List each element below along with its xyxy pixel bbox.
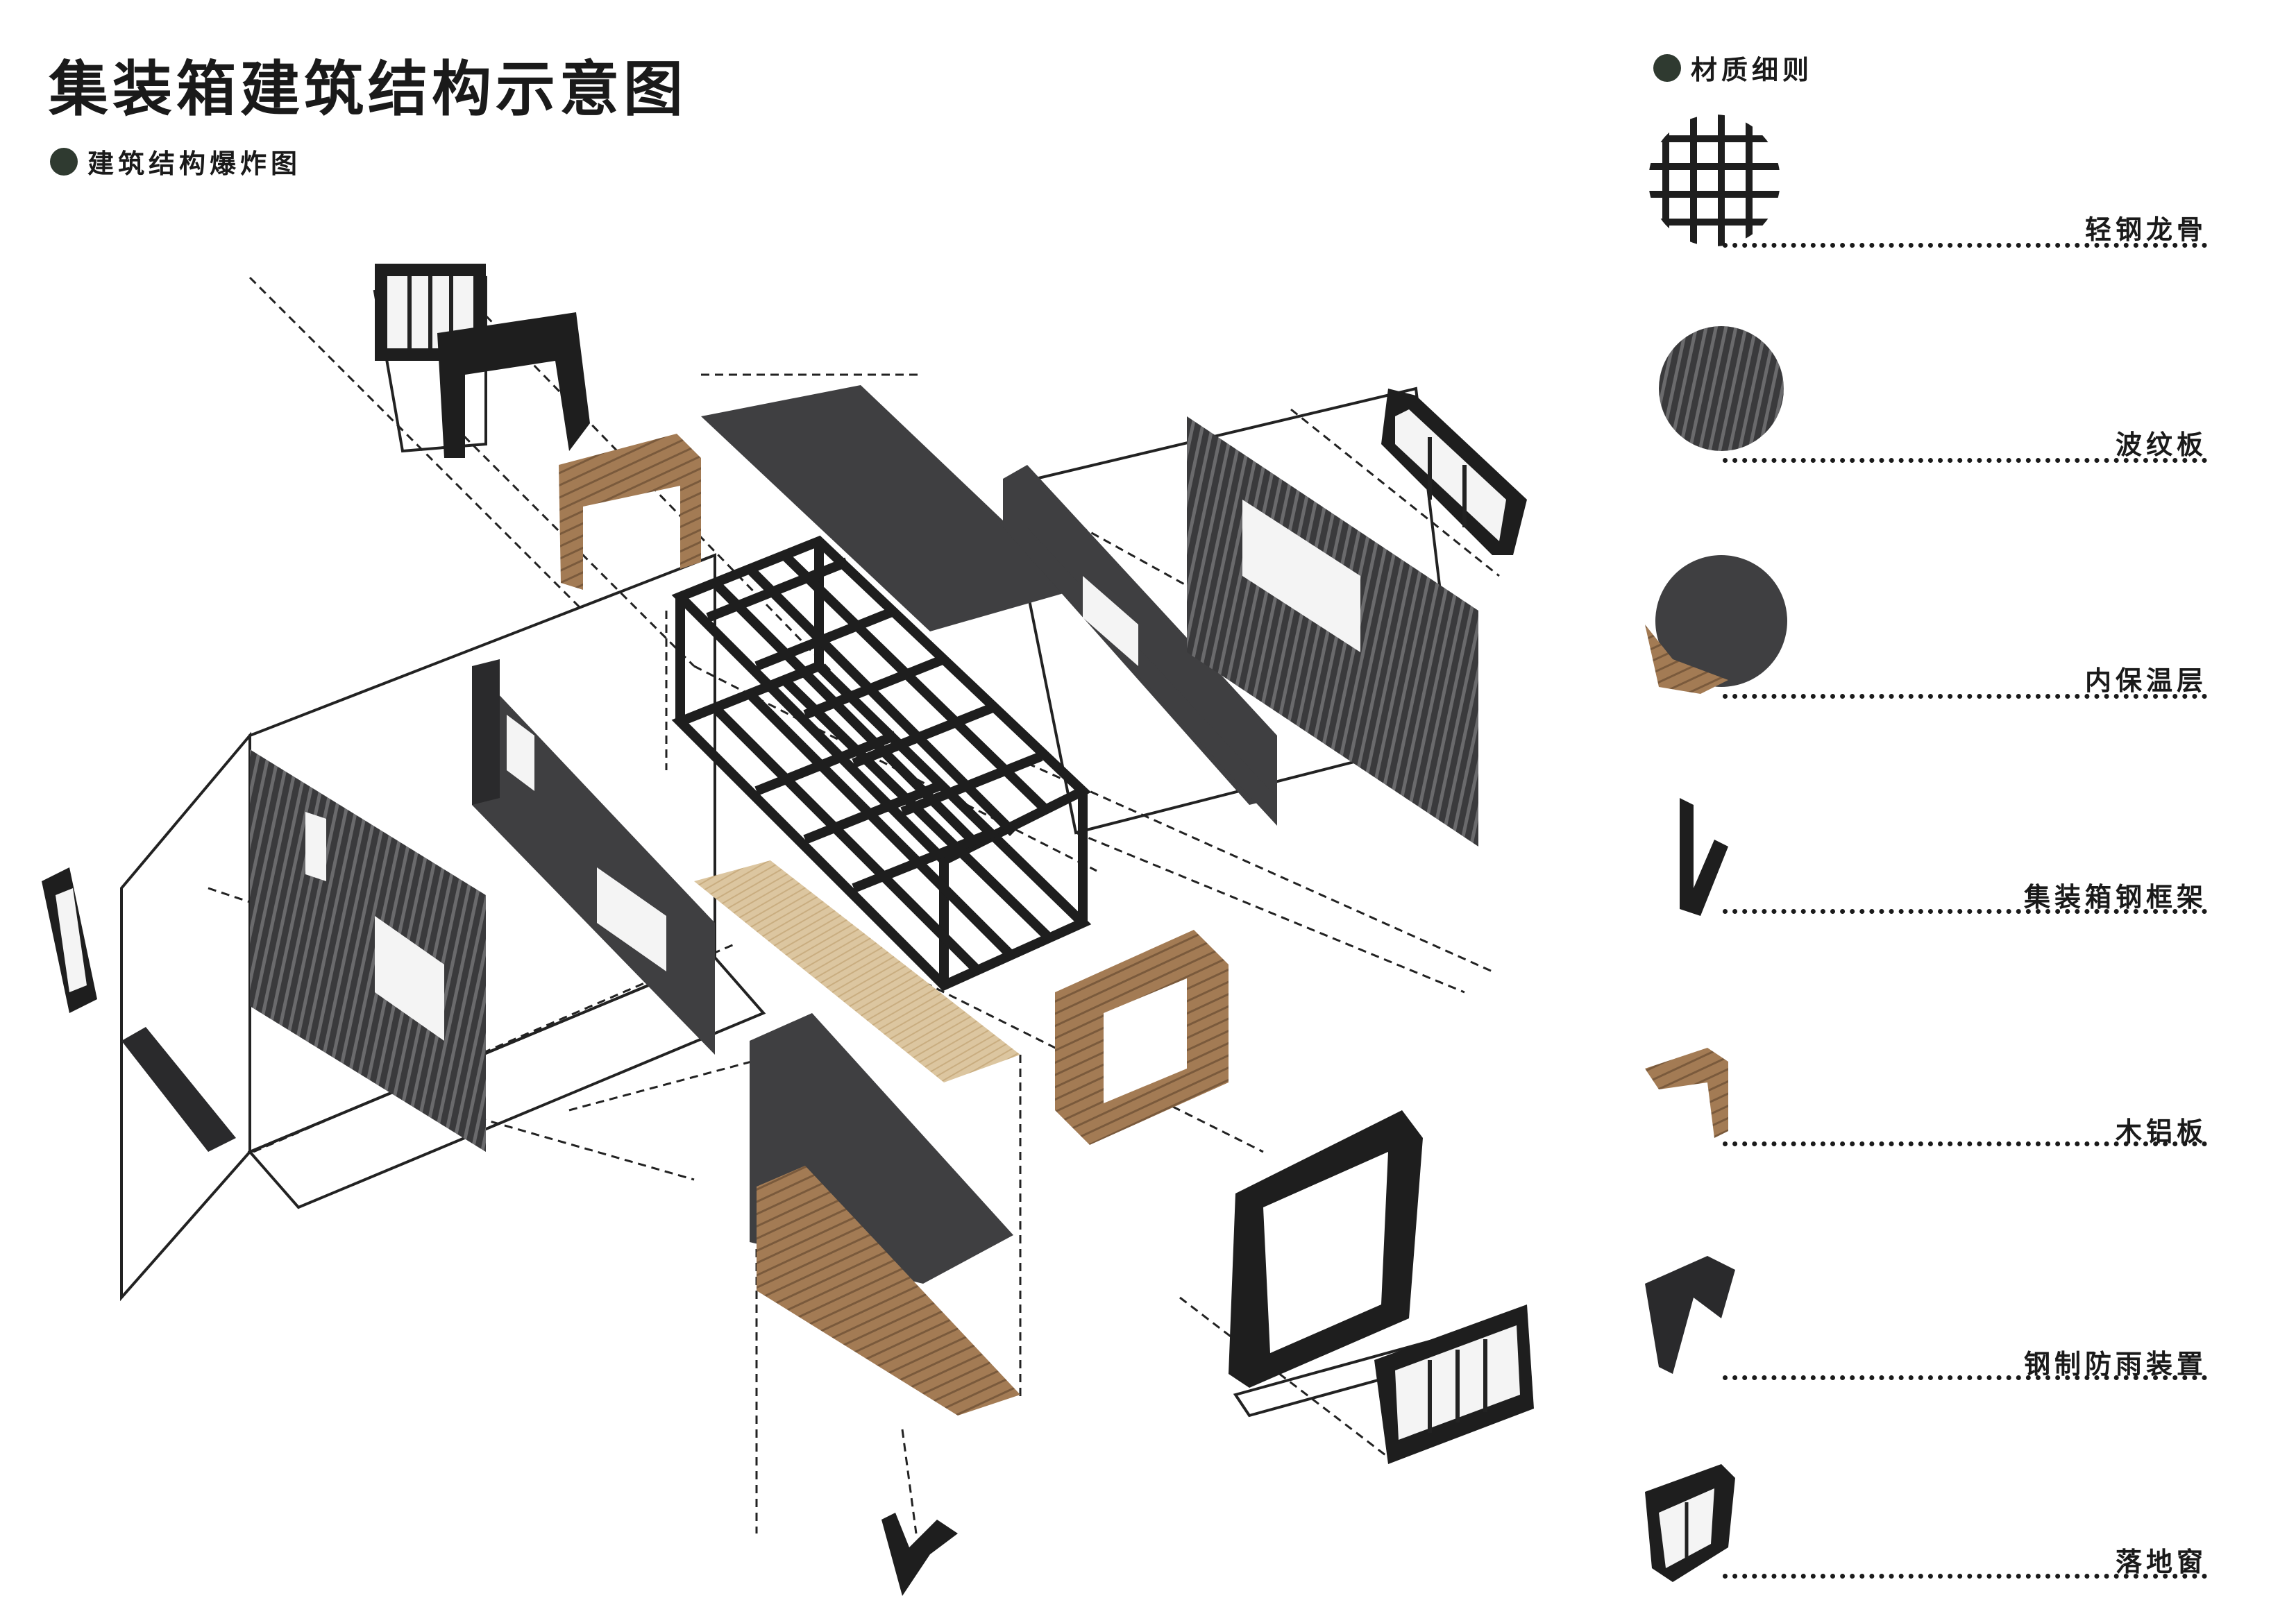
materials-label-text: 材质细则 <box>1691 55 1814 85</box>
material-item: 轻钢龙骨 <box>1645 111 2207 257</box>
steel-frame-cage <box>671 535 1092 992</box>
material-item: 钢制防雨装置 <box>1645 1256 2207 1388</box>
light-wood-floor <box>694 860 1020 1082</box>
material-name: 集装箱钢框架 <box>2023 882 2207 912</box>
material-name: 钢制防雨装置 <box>2023 1349 2207 1379</box>
front-left-wall <box>250 749 486 1152</box>
dotted-rule <box>1723 458 2207 463</box>
corrugated-right-wall <box>1187 416 1478 847</box>
dotted-rule <box>1723 1574 2207 1579</box>
bottom-frame-profile <box>881 1513 958 1596</box>
wood-deck <box>757 1166 1020 1416</box>
floor-window-lower <box>1374 1305 1534 1464</box>
left-end-window <box>42 867 97 1013</box>
right-wall-panel <box>1003 465 1277 826</box>
light-steel-keel-swatch-icon <box>1648 114 1780 246</box>
materials-label: 材质细则 <box>1653 49 1813 87</box>
bullet-dot-icon <box>50 147 78 176</box>
material-item: 落地窗 <box>1645 1464 2207 1603</box>
material-name: 落地窗 <box>2115 1547 2207 1577</box>
material-item: 木铝板 <box>1645 1048 2207 1159</box>
top-window-module <box>375 264 590 458</box>
material-item: 内保温层 <box>1645 555 2207 708</box>
dotted-rule <box>1723 1375 2207 1380</box>
wood-box-right <box>1055 930 1229 1145</box>
inner-insulation-swatch-icon <box>1645 555 1787 694</box>
exploded-view-label-text: 建筑结构爆炸图 <box>87 148 302 179</box>
dotted-rule <box>1723 1141 2207 1146</box>
dotted-rule <box>1723 243 2207 248</box>
material-name: 波纹板 <box>2115 430 2207 460</box>
material-name: 轻钢龙骨 <box>2084 214 2207 245</box>
dotted-rule <box>1723 909 2207 914</box>
exploded-structure-diagram <box>42 264 1534 1596</box>
wood-arch-top <box>559 434 701 590</box>
dotted-rule <box>1723 694 2207 699</box>
wood-aluminum-panel-icon <box>1645 1048 1728 1138</box>
right-end-window <box>1381 389 1527 555</box>
steel-frame-profile-icon <box>1680 798 1728 916</box>
roof-slab <box>701 385 1076 631</box>
steel-rain-shield-icon <box>1645 1256 1735 1374</box>
page-title: 集装箱建筑结构示意图 <box>49 55 687 124</box>
left-wall-panel <box>472 659 715 1055</box>
material-item: 集装箱钢框架 <box>1645 798 2207 930</box>
bullet-dot-icon <box>1653 53 1681 82</box>
exploded-view-label: 建筑结构爆炸图 <box>50 142 301 180</box>
material-item: 波纹板 <box>1645 326 2207 472</box>
corrugated-panel-swatch-icon <box>1659 326 1784 451</box>
window-frame-right <box>1229 1110 1423 1388</box>
material-name: 内保温层 <box>2084 665 2207 696</box>
floor-window-icon <box>1645 1464 1735 1582</box>
left-floor-plate <box>121 1027 236 1152</box>
